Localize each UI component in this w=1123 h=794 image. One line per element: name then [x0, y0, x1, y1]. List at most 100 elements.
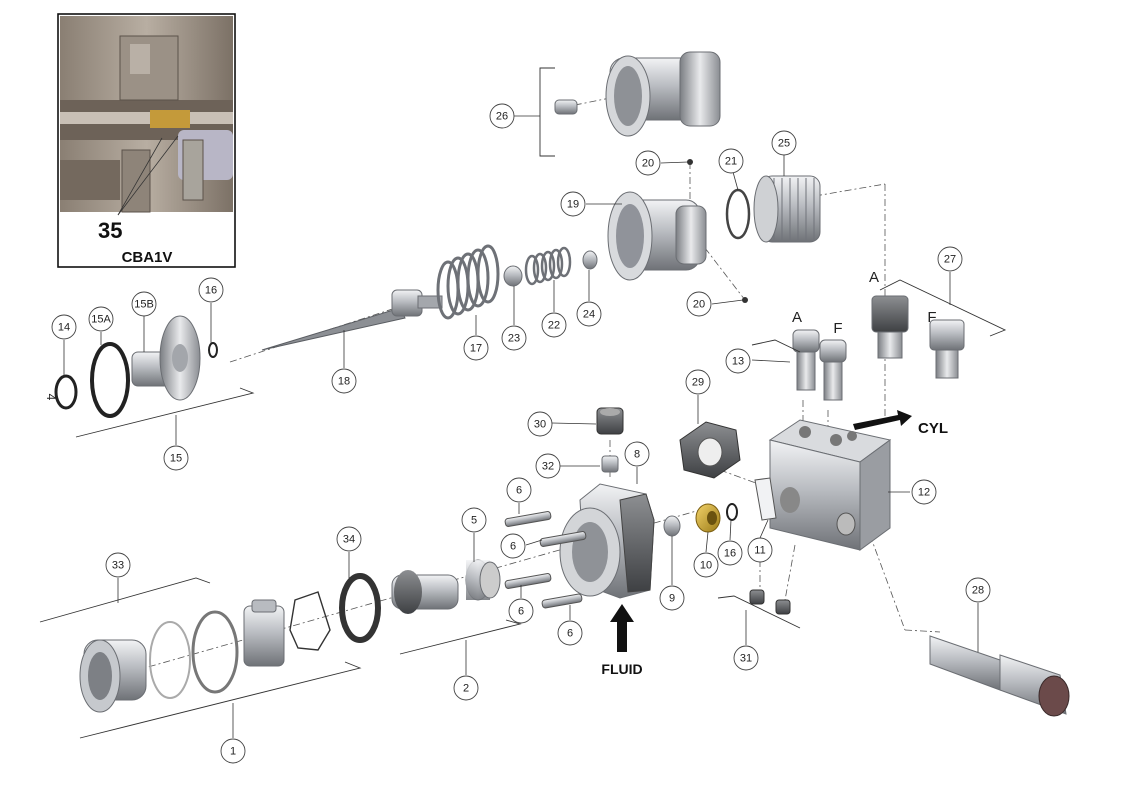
inset-cutaway-view: 35 CBA1V: [57, 13, 236, 268]
callout-20a: 20: [635, 150, 661, 176]
callout-number: 22: [548, 320, 560, 332]
callout-10: 10: [693, 552, 719, 578]
callout-number: 26: [496, 111, 508, 123]
callout-number: 16: [205, 285, 217, 297]
cyl-label: CYL: [918, 420, 948, 437]
callout-number: 10: [700, 560, 712, 572]
callout-number: 17: [470, 343, 482, 355]
callout-27: 27: [937, 246, 963, 272]
callout-number: 25: [778, 138, 790, 150]
callout-8: 8: [624, 441, 650, 467]
callout-16b: 16: [717, 540, 743, 566]
part-retainer: [243, 599, 285, 667]
callout-number: 20: [693, 299, 705, 311]
part-17-spring: [436, 244, 500, 320]
callout-2: 2: [453, 675, 479, 701]
port-f-upper-label: F: [833, 320, 842, 337]
part-30-plug: [596, 407, 624, 435]
callout-6a: 6: [506, 477, 532, 503]
callout-28: 28: [965, 577, 991, 603]
callout-number: 19: [567, 199, 579, 211]
callout-5: 5: [461, 507, 487, 533]
port-a-lower-label: A: [869, 269, 879, 286]
part-27-port-fittings: [871, 295, 965, 379]
callout-6c: 6: [508, 598, 534, 624]
callout-number: 32: [542, 461, 554, 473]
port-a-upper-label: A: [792, 309, 802, 326]
part-2-cartridge: [391, 570, 459, 614]
callout-number: 15A: [91, 314, 111, 326]
callout-12: 12: [911, 479, 937, 505]
callout-31: 31: [733, 645, 759, 671]
callout-19: 19: [560, 191, 586, 217]
part-33-ring-b: [149, 621, 191, 699]
part-9-insert: [663, 515, 681, 537]
fluid-arrow: [610, 604, 634, 652]
part-5-ring: [465, 559, 501, 601]
part-14-o-ring: [54, 374, 78, 410]
cyl-arrow: [853, 410, 912, 430]
part-24-seat: [582, 250, 598, 270]
part-21-o-ring: [725, 188, 751, 240]
callout-6b: 6: [500, 533, 526, 559]
callout-11: 11: [747, 537, 773, 563]
callout-number: 21: [725, 156, 737, 168]
callout-number: 24: [583, 309, 595, 321]
callout-number: 15: [170, 453, 182, 465]
part-33-coupling-nut: [79, 639, 147, 713]
callout-22: 22: [541, 312, 567, 338]
part-20-ball-upper: [687, 159, 693, 165]
callout-16a: 16: [198, 277, 224, 303]
part-33-ring-a: [191, 610, 239, 694]
callout-33: 33: [105, 552, 131, 578]
callout-15: 15: [163, 445, 189, 471]
callout-number: 16: [724, 548, 736, 560]
part-29-hex-nut: [679, 421, 741, 479]
callout-13: 13: [725, 348, 751, 374]
callout-number: 30: [534, 419, 546, 431]
callout-number: 15B: [134, 299, 154, 311]
callout-number: 8: [634, 449, 640, 461]
callout-leaders: [63, 155, 979, 652]
callout-15a: 15A: [88, 306, 114, 332]
callout-number: 6: [516, 485, 522, 497]
callout-1: 1: [220, 738, 246, 764]
part-seal-gasket: [289, 591, 331, 651]
callout-number: 5: [471, 515, 477, 527]
callout-9: 9: [659, 585, 685, 611]
fluid-label: FLUID: [601, 661, 642, 677]
callout-17: 17: [463, 335, 489, 361]
part-15b-piston: [131, 315, 201, 401]
part-16-o-ring-lower: [726, 503, 738, 521]
callout-number: 11: [754, 545, 765, 557]
callout-14: 14: [51, 314, 77, 340]
part-26-fitting: [554, 51, 721, 137]
callout-number: 12: [918, 487, 930, 499]
callout-number: 18: [338, 376, 350, 388]
callout-number: 33: [112, 560, 124, 572]
callout-number: 13: [732, 356, 744, 368]
part-16-o-ring-upper: [208, 342, 218, 358]
inset-callout-number: 35: [98, 218, 122, 243]
callout-6d: 6: [557, 620, 583, 646]
part-13-port-fittings: [792, 329, 847, 401]
part-31-set-screws: [749, 589, 791, 615]
part-20-ball-lower: [742, 297, 748, 303]
part-6-screws: [504, 511, 587, 609]
port-f-lower-label: F: [927, 309, 936, 326]
callout-30: 30: [527, 411, 553, 437]
callout-number: 20: [642, 158, 654, 170]
group-brackets: [39, 67, 1007, 739]
callout-number: 6: [518, 606, 524, 618]
callout-20b: 20: [686, 291, 712, 317]
part-19-valve-housing: [607, 191, 707, 281]
part-25-knurled-nut: [753, 175, 821, 243]
part-32-plug: [601, 455, 619, 473]
part-8-fluid-body: [559, 483, 655, 599]
callout-25: 25: [771, 130, 797, 156]
callout-number: 2: [463, 683, 469, 695]
callout-26: 26: [489, 103, 515, 129]
inset-model-label: CBA1V: [122, 249, 173, 266]
callout-number: 23: [508, 333, 520, 345]
